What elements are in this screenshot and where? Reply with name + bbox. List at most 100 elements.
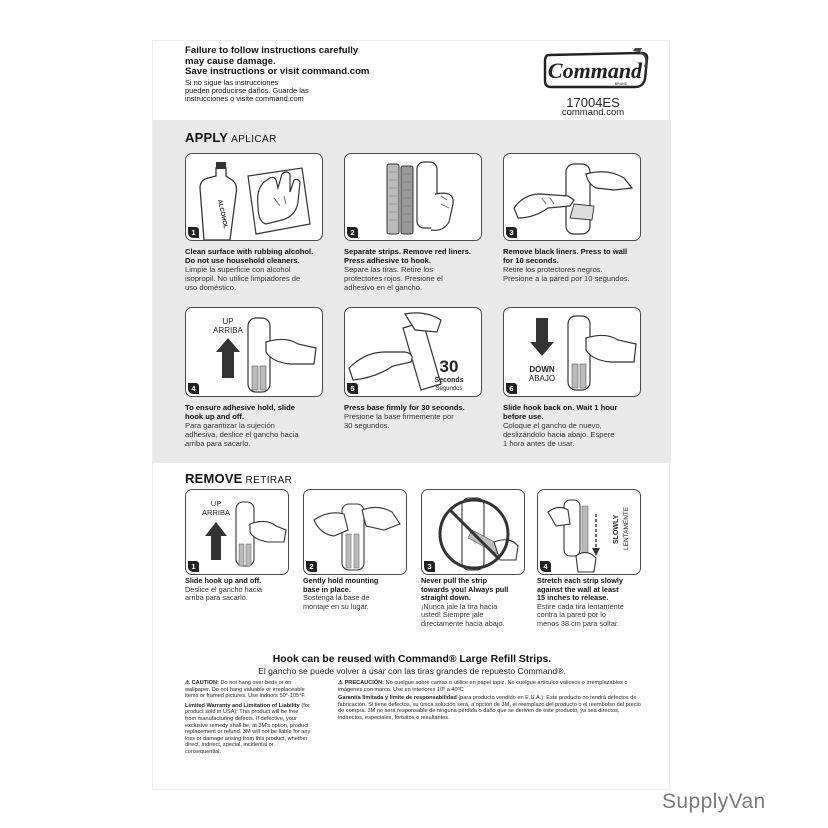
seconds-number: 30 — [440, 357, 459, 376]
step-es: isopropil. No utilice limpiadores de — [185, 273, 301, 283]
up-label: UP — [222, 317, 233, 326]
step-en: Press adhesive to hook. — [344, 255, 431, 265]
step-es: uso doméstico. — [185, 282, 237, 292]
down-label: DOWN — [529, 365, 555, 374]
step-es: Presione a la pared por 10 segundos. — [503, 273, 630, 283]
warranty-text: (for product sold in USA): This product … — [185, 702, 311, 755]
lentamente-label: LENTAMENTE — [623, 506, 630, 550]
slowly-label: SLOWLY — [613, 514, 620, 544]
warning-es-block: Si no sigue las instrucciones pueden pro… — [185, 78, 405, 104]
apply-title-es: APLICAR — [231, 134, 277, 145]
step-en: Slide hook back on. Wait 1 hour — [503, 403, 618, 412]
step-number: 3 — [424, 561, 435, 572]
remove-step-2-illustration: 2 — [303, 489, 407, 575]
segundos-label: Segundos — [435, 386, 462, 392]
fine-print-en: ⚠ CAUTION: Do not hang over beds or on w… — [185, 680, 311, 756]
warning-line: may cause damage. — [185, 55, 276, 67]
warning-block: Failure to follow instructions carefully… — [185, 45, 405, 104]
remove-title-es: RETIRAR — [245, 475, 293, 486]
step-es: Estire cada tira lentamente — [537, 601, 624, 611]
apply-step-6-text: Slide hook back on. Wait 1 hour before u… — [503, 403, 653, 449]
reuse-note-es: El gancho se puede volver a usar con las… — [258, 666, 566, 676]
logo-wordmark: Command — [548, 58, 643, 83]
step-es: contra la pared por lo — [537, 610, 606, 620]
apply-step-3-illustration: 3 — [503, 153, 641, 241]
reuse-note: Hook can be reused with Command® Large R… — [272, 654, 552, 665]
step-es: Retire los protectores negros. — [503, 264, 603, 274]
apply-step-5-text: Press base firmly for 30 seconds. Presio… — [344, 403, 494, 431]
watermark: SupplyVan — [662, 790, 766, 813]
step-en: towards you! Always pull — [421, 584, 509, 594]
warning-line: Failure to follow instructions carefully — [185, 45, 359, 56]
warranty-title: Limited Warranty and Limitation of Liabi… — [185, 702, 300, 709]
step-es: 1 hora antes de usar. — [503, 438, 575, 448]
apply-title-en: APPLY — [185, 130, 229, 145]
step-es: adhesivo en el gancho. — [344, 282, 423, 292]
arriba-label: ARRIBA — [202, 508, 230, 517]
garantia-text: (para producto vendido en E.U.A.): Este … — [338, 695, 641, 721]
step-es: Limpie la superficie con alcohol — [185, 264, 291, 274]
step-en: Stretch each strip slowly — [537, 576, 623, 585]
step-es: Presione la base firmemente por — [344, 411, 454, 421]
up-label: UP — [211, 499, 221, 508]
command-logo: Command BRAND — [539, 47, 653, 93]
remove-step-2-text: Gently hold mounting base in place. Sost… — [303, 576, 415, 611]
apply-step-1-text: Clean surface with rubbing alcohol. Do n… — [185, 247, 335, 293]
step-en: Press base firmly for 30 seconds. — [344, 403, 465, 412]
step-en: against the wall at least — [537, 584, 619, 594]
step-number: 1 — [188, 561, 199, 572]
step-en: 15 inches to release. — [537, 593, 609, 603]
logo-brand-text: BRAND — [615, 82, 628, 86]
step-en: Do not use household cleaners. — [185, 255, 300, 265]
apply-step-2-text: Separate strips. Remove red liners. Pres… — [344, 247, 494, 293]
step-en: Never pull the strip — [421, 576, 488, 585]
step-es: menos 38 cm para soltar. — [537, 618, 619, 628]
step-en: before use. — [503, 411, 544, 421]
step-en: for 10 seconds. — [503, 255, 559, 265]
instruction-card: Failure to follow instructions carefully… — [152, 40, 671, 790]
apply-step-3-text: Remove black liners. Press to wall for 1… — [503, 247, 653, 284]
step-number: 3 — [506, 227, 517, 238]
step-en: Slide hook up and off. — [185, 576, 262, 585]
arriba-label: ARRIBA — [213, 326, 243, 335]
warning-es-line: pueden producirse daños. Guarde las — [185, 85, 309, 95]
step-en: To ensure adhesive hold, slide — [185, 403, 295, 412]
step-es: Coloque el gancho de nuevo, — [503, 420, 602, 430]
step-es: adhesiva, deslice el gancho hacia — [185, 429, 299, 439]
remove-step-4-text: Stretch each strip slowly against the wa… — [537, 576, 649, 629]
step-es: directamente hacia abajo. — [421, 618, 505, 628]
warning-line: Save instructions or visit command.com — [185, 66, 370, 77]
remove-step-1-text: Slide hook up and off. Deslice el gancho… — [185, 576, 297, 603]
step-en: hook up and off. — [185, 411, 245, 421]
step-en: straight down. — [421, 593, 471, 603]
step-number: 4 — [188, 383, 199, 394]
step-en: Remove black liners. Press to wall — [503, 247, 628, 256]
garantia-title: Garantía limitada y límite de responsabi… — [338, 695, 457, 702]
step-en: Separate strips. Remove red liners. — [344, 247, 472, 256]
caution-title: ⚠ CAUTION: — [185, 680, 219, 686]
product-code: 17004ES — [566, 95, 620, 110]
step-number: 5 — [347, 383, 358, 394]
step-es: deslizándolo hacia abajo. Espere — [503, 429, 615, 439]
step-number: 2 — [347, 227, 358, 238]
remove-step-3-illustration: 3 — [421, 489, 525, 575]
apply-step-6-illustration: DOWN ABAJO 6 — [503, 307, 641, 397]
step-es: ¡Nunca jale la tira hacia — [421, 601, 498, 611]
apply-step-1-illustration: ALCOHOL 1 — [185, 153, 323, 241]
step-es: Separe las tiras. Retire los — [344, 264, 434, 274]
abajo-label: ABAJO — [529, 374, 555, 383]
apply-step-5-illustration: 30 Seconds Segundos 5 — [344, 307, 482, 397]
apply-step-2-illustration: 2 — [344, 153, 482, 241]
website: command.com — [561, 107, 625, 118]
step-es: arriba para sacarlo. — [185, 438, 251, 448]
step-es: Sostenga la base de — [303, 593, 370, 603]
remove-step-1-illustration: UP ARRIBA 1 — [185, 489, 289, 575]
seconds-label: Seconds — [434, 377, 463, 384]
step-es: Para garantizar la sujeción — [185, 420, 275, 430]
step-number: 1 — [188, 227, 199, 238]
apply-step-4-illustration: UP ARRIBA 4 — [185, 307, 323, 397]
